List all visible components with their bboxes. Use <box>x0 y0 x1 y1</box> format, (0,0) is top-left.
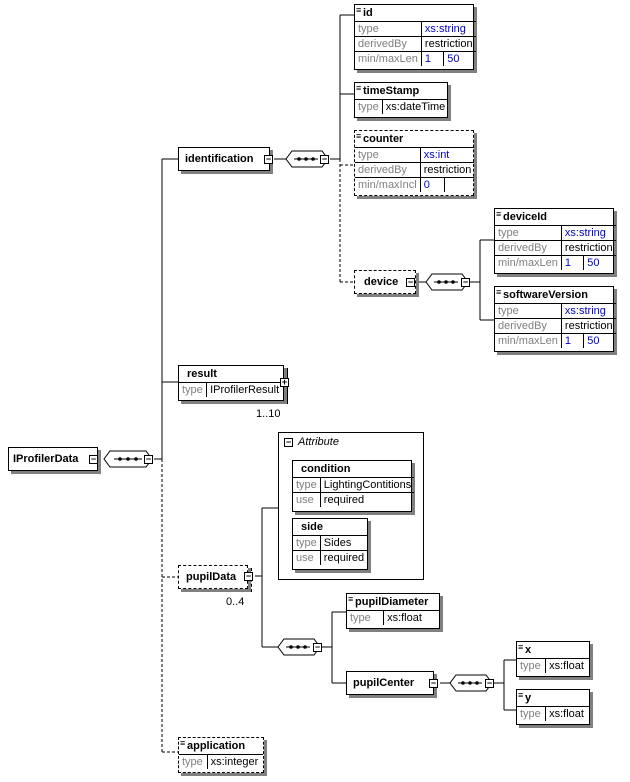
element-name: pupilCenter <box>353 677 415 689</box>
minus-box-icon[interactable]: − <box>244 571 253 581</box>
sequence-compositor-icon <box>449 674 493 692</box>
minus-box-icon[interactable]: − <box>461 277 470 287</box>
element-pupilData[interactable]: pupilData <box>178 565 248 589</box>
element-identification[interactable]: identification <box>178 147 270 171</box>
sequence-compositor-icon <box>425 273 469 291</box>
minus-box-icon[interactable]: − <box>89 454 98 464</box>
element-decoration-icon: ≡ <box>356 83 362 93</box>
sequence-compositor-icon <box>285 150 329 168</box>
minus-box-icon[interactable]: − <box>429 678 438 688</box>
element-name: ≡deviceId <box>496 209 548 224</box>
element-IProfilerData[interactable]: IProfilerData <box>8 447 98 471</box>
multiplicity-label: 0..4 <box>226 596 245 608</box>
element-name: device <box>364 276 399 288</box>
minus-box-icon[interactable]: − <box>313 642 322 652</box>
element-decoration-icon: ≡ <box>518 690 524 700</box>
multiplicity-label: 1..10 <box>256 408 281 420</box>
element-decoration-icon: ≡ <box>348 594 354 604</box>
element-name: ≡timeStamp <box>356 83 420 98</box>
element-decoration-icon: ≡ <box>356 131 362 141</box>
sequence-compositor-icon <box>103 450 153 468</box>
element-name: IProfilerData <box>13 453 79 465</box>
element-name: ≡counter <box>356 131 404 146</box>
minus-box-icon[interactable]: − <box>485 678 494 688</box>
minus-box-icon[interactable]: − <box>320 154 329 164</box>
attribute-name: condition <box>301 463 351 475</box>
minus-box-icon[interactable]: − <box>406 277 415 287</box>
element-name: ≡softwareVersion <box>496 287 588 302</box>
element-decoration-icon: ≡ <box>356 5 362 15</box>
element-name: ≡y <box>518 690 532 705</box>
plus-box-icon[interactable]: + <box>280 377 289 387</box>
minus-box-icon[interactable]: − <box>144 454 153 464</box>
sequence-compositor-icon <box>277 638 321 656</box>
element-name: ≡application <box>180 738 246 753</box>
element-pupilCenter[interactable]: pupilCenter <box>346 671 434 695</box>
element-name: ≡pupilDiameter <box>348 594 429 609</box>
element-name: ≡id <box>356 5 373 20</box>
minus-box-icon[interactable]: − <box>284 437 293 447</box>
element-name: ≡x <box>518 642 532 657</box>
element-decoration-icon: ≡ <box>518 642 524 652</box>
attribute-name: side <box>301 521 324 533</box>
element-device[interactable]: device <box>354 270 416 294</box>
element-decoration-icon: ≡ <box>496 209 502 219</box>
minus-box-icon[interactable]: − <box>264 154 273 164</box>
element-name: result <box>187 368 217 380</box>
element-decoration-icon: ≡ <box>496 287 502 297</box>
element-decoration-icon: ≡ <box>180 738 186 748</box>
element-name: pupilData <box>186 571 237 583</box>
attribute-group-label: Attribute <box>298 436 339 448</box>
element-name: identification <box>185 153 254 165</box>
